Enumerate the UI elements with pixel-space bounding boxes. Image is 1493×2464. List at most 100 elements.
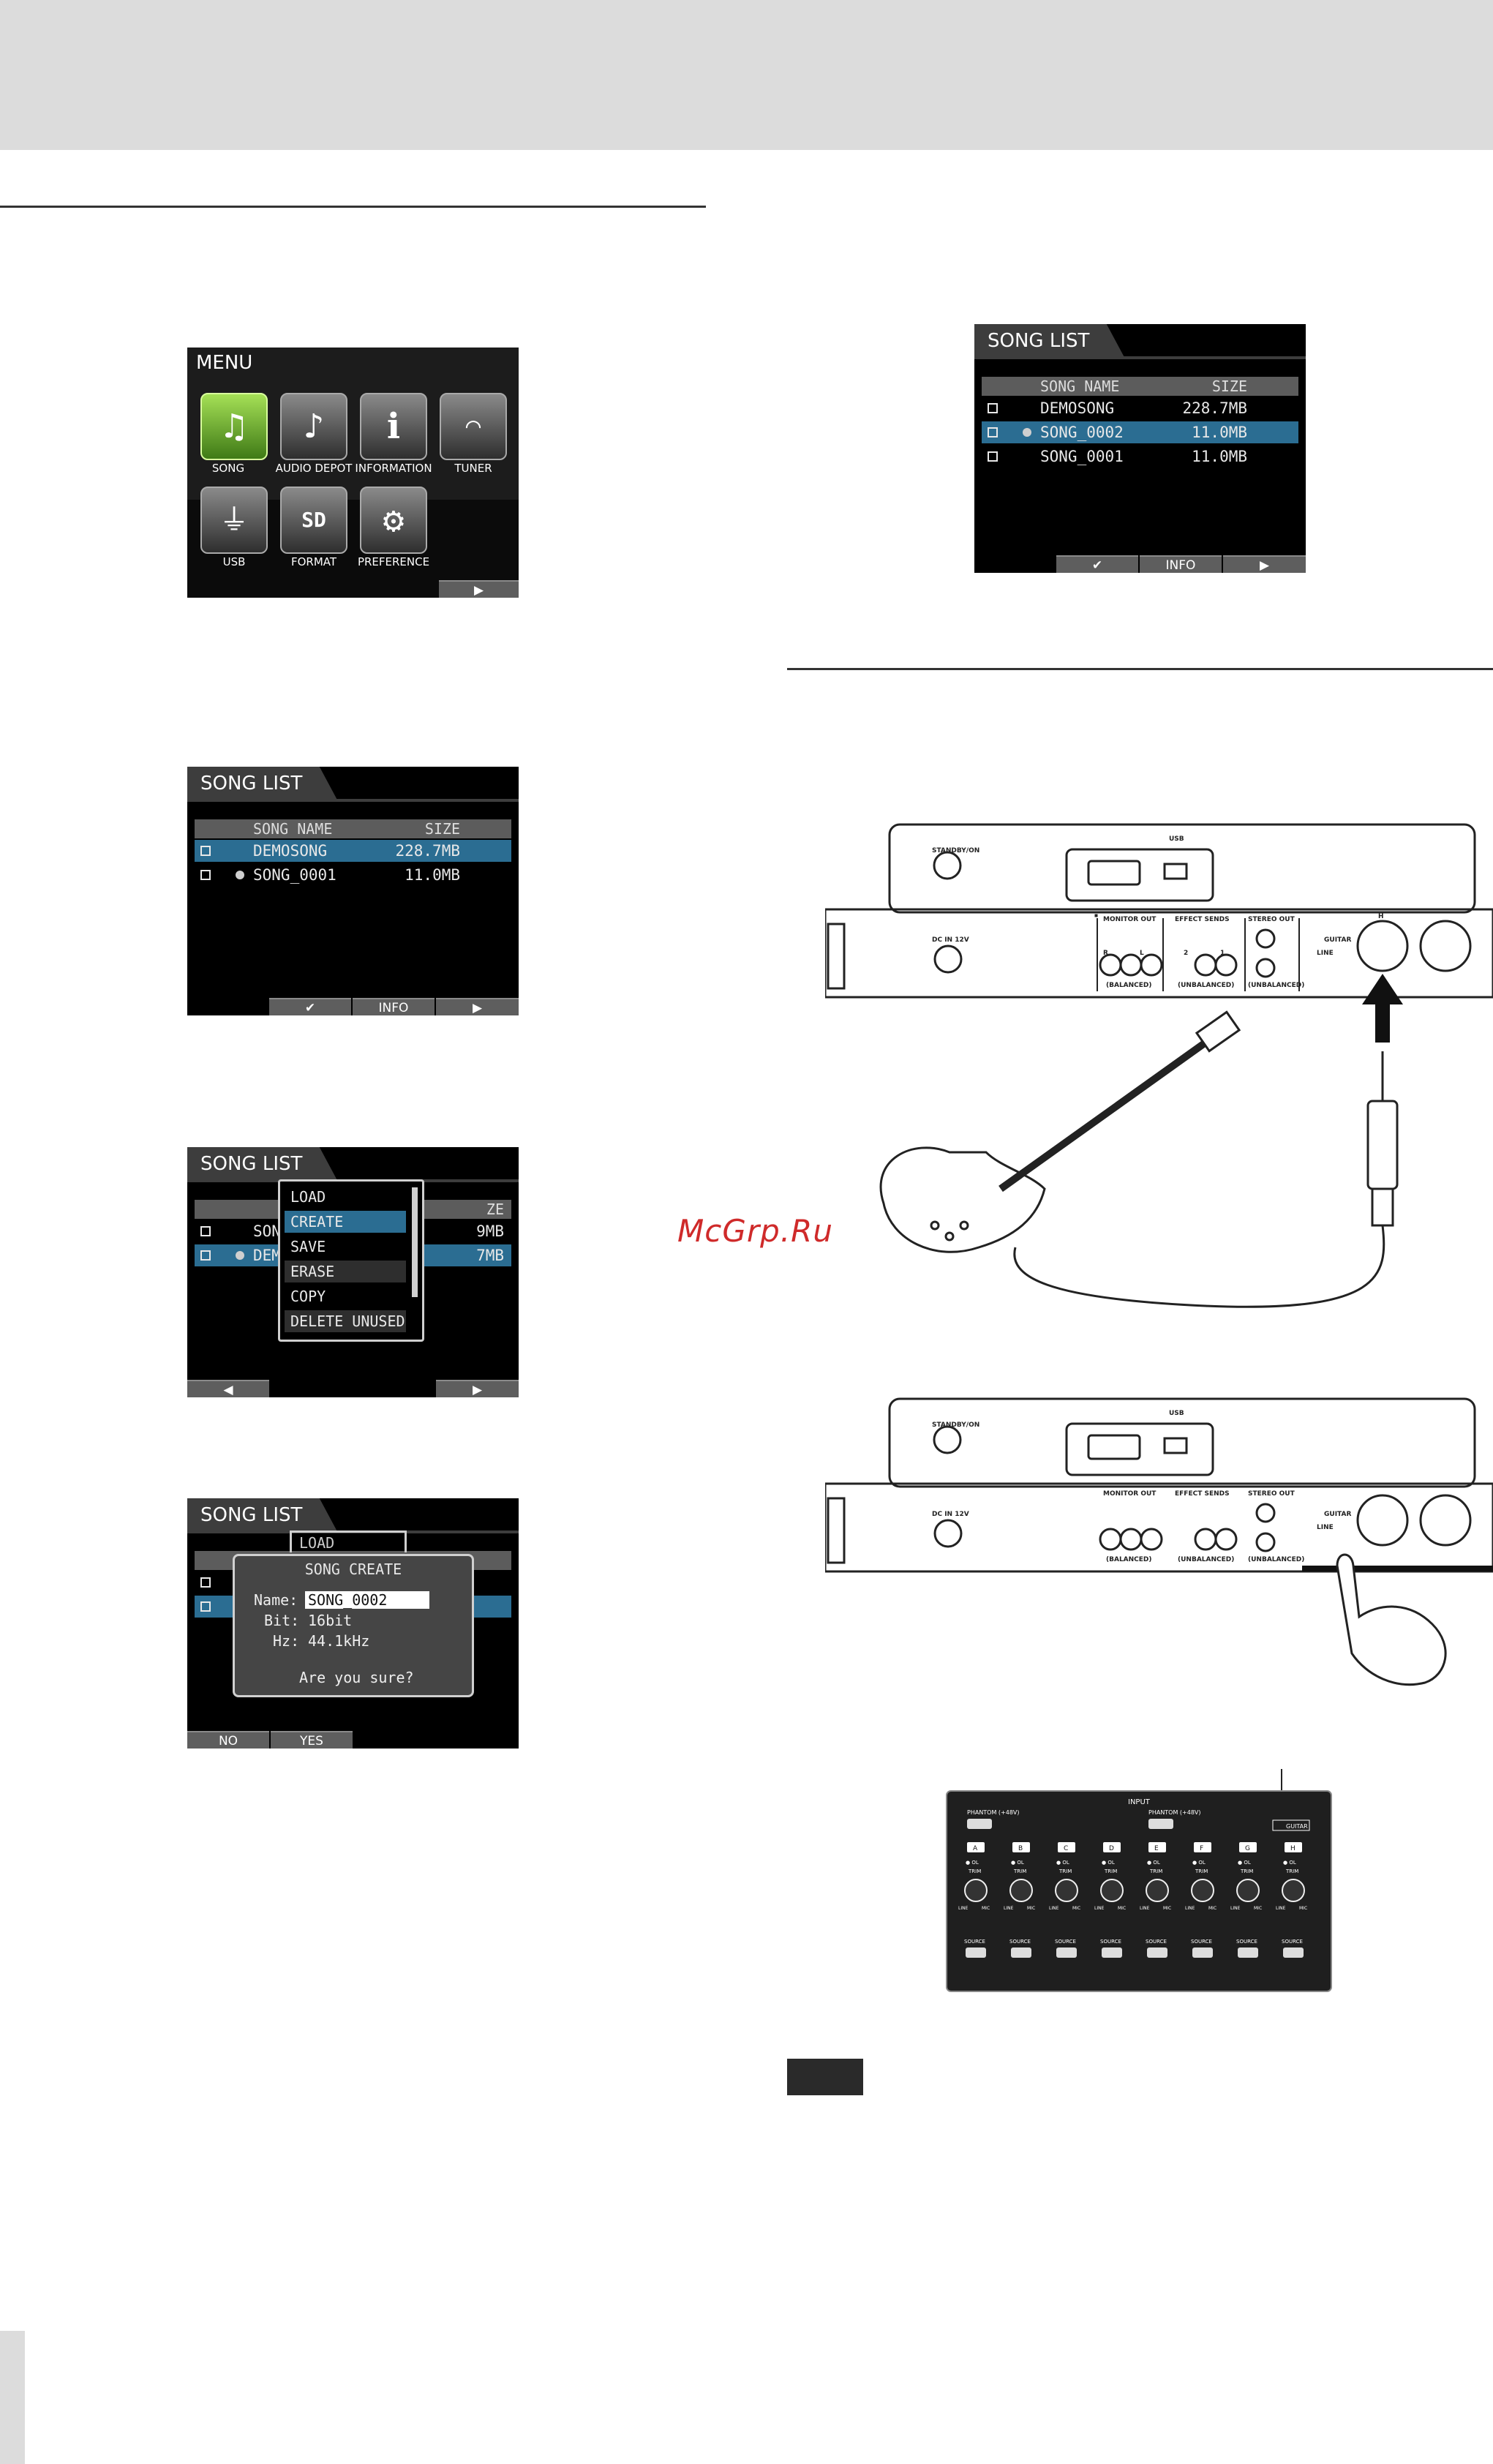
svg-text:(UNBALANCED): (UNBALANCED)	[1248, 1556, 1304, 1563]
scrollbar[interactable]	[412, 1187, 418, 1297]
song-icon[interactable]: ♫	[200, 393, 268, 460]
ol-label: ● OL	[1238, 1860, 1251, 1866]
source-label: SOURCE	[1146, 1939, 1167, 1945]
svg-text:H: H	[1378, 913, 1384, 920]
checkbox[interactable]	[200, 870, 211, 880]
name-label: Name:	[254, 1591, 298, 1609]
list-item[interactable]: SONG_0001 11.0MB	[195, 864, 511, 886]
song-name-field[interactable]: SONG_0002	[305, 1591, 429, 1609]
list-item[interactable]: DEMOSONG 228.7MB	[982, 397, 1298, 419]
guitar-icon	[879, 1010, 1241, 1253]
channel-f-button[interactable]	[1194, 1842, 1211, 1852]
checkbox[interactable]	[200, 846, 211, 856]
balanced-label: (BALANCED)	[1106, 982, 1152, 989]
checkbox[interactable]	[200, 1250, 211, 1261]
confirm-button[interactable]: ✔	[1056, 555, 1138, 573]
line-label: LINE	[1276, 1906, 1286, 1911]
trim-label: TRIM	[1285, 1868, 1298, 1874]
source-label: SOURCE	[1009, 1939, 1031, 1945]
song-create-dialog: SONG CREATE Name: SONG_0002 Bit: 16bit H…	[233, 1554, 474, 1697]
list-header: SONG NAME SIZE	[195, 819, 511, 838]
svg-text:LINE: LINE	[1317, 1524, 1334, 1531]
svg-text:1: 1	[1220, 950, 1225, 957]
ol-label: ● OL	[1102, 1860, 1115, 1866]
channel-h-button[interactable]	[1285, 1842, 1302, 1852]
trim-knob[interactable]	[1009, 1879, 1033, 1902]
menu-item-save[interactable]: SAVE	[290, 1238, 326, 1255]
phantom-button-right[interactable]	[1148, 1819, 1173, 1829]
trim-knob[interactable]	[1236, 1879, 1260, 1902]
svg-text:2: 2	[1184, 950, 1188, 957]
menu-item-create[interactable]: CREATE	[285, 1211, 406, 1233]
info-button[interactable]: INFO	[353, 998, 435, 1015]
menu-item-copy[interactable]: COPY	[290, 1288, 326, 1305]
menu-next-button[interactable]: ▶	[439, 580, 519, 598]
ol-label: ● OL	[1192, 1860, 1206, 1866]
current-song-indicator	[1023, 428, 1031, 437]
hz-value: 44.1kHz	[308, 1632, 370, 1650]
trim-knob[interactable]	[1146, 1879, 1169, 1902]
next-button[interactable]: ▶	[436, 998, 519, 1015]
checkbox[interactable]	[988, 451, 998, 462]
channel-label: A	[973, 1845, 978, 1852]
no-button[interactable]: NO	[187, 1731, 269, 1749]
checkbox[interactable]	[200, 1226, 211, 1236]
info-icon[interactable]: i	[360, 393, 427, 460]
screen-title: SONG LIST	[187, 767, 338, 800]
music-note-icon[interactable]: ♪	[280, 393, 347, 460]
next-button[interactable]: ▶	[1223, 555, 1306, 573]
confirm-button[interactable]: ✔	[269, 998, 351, 1015]
checkbox[interactable]	[988, 403, 998, 413]
trim-knob[interactable]	[1100, 1879, 1124, 1902]
source-label: SOURCE	[1236, 1939, 1257, 1945]
source-button[interactable]	[1238, 1947, 1258, 1958]
gear-icon[interactable]: ⚙	[360, 487, 427, 554]
source-button[interactable]	[1011, 1947, 1031, 1958]
list-item[interactable]: SON 9MB	[195, 1220, 511, 1242]
trim-knob[interactable]	[1191, 1879, 1214, 1902]
ol-label: ● OL	[966, 1860, 979, 1866]
tuner-meter-icon[interactable]: ◠	[440, 393, 507, 460]
svg-text:STANDBY/ON: STANDBY/ON	[932, 1421, 979, 1429]
back-button[interactable]: ◀	[187, 1380, 269, 1397]
source-button[interactable]	[1192, 1947, 1213, 1958]
channel-d-button[interactable]	[1103, 1842, 1121, 1852]
line-label: LINE	[958, 1906, 969, 1911]
phantom-button-left[interactable]	[967, 1819, 992, 1829]
trim-knob[interactable]	[1282, 1879, 1305, 1902]
menu-item-erase[interactable]: ERASE	[285, 1261, 406, 1282]
source-button[interactable]	[966, 1947, 986, 1958]
list-item[interactable]: SONG_0001 11.0MB	[982, 446, 1298, 467]
info-button[interactable]: INFO	[1140, 555, 1222, 573]
yes-button[interactable]: YES	[271, 1731, 353, 1749]
channel-label: F	[1200, 1845, 1203, 1852]
channel-g-button[interactable]	[1239, 1842, 1257, 1852]
trim-label: TRIM	[1104, 1868, 1117, 1874]
sd-card-icon[interactable]: SD	[280, 487, 347, 554]
channel-b-button[interactable]	[1012, 1842, 1030, 1852]
line-label: LINE	[1230, 1906, 1241, 1911]
trim-label: TRIM	[1240, 1868, 1253, 1874]
source-button[interactable]	[1102, 1947, 1122, 1958]
source-button[interactable]	[1283, 1947, 1304, 1958]
line-label: LINE	[1185, 1906, 1195, 1911]
standby-label: STANDBY/ON	[932, 847, 979, 854]
channel-e-button[interactable]	[1148, 1842, 1166, 1852]
menu-item-load[interactable]: LOAD	[290, 1188, 326, 1206]
next-button[interactable]: ▶	[436, 1380, 519, 1397]
trim-knob[interactable]	[1055, 1879, 1078, 1902]
list-item[interactable]: SONG_0002 11.0MB	[982, 421, 1298, 443]
channel-c-button[interactable]	[1058, 1842, 1075, 1852]
menu-label-format: FORMAT	[290, 555, 337, 568]
svg-text:(BALANCED): (BALANCED)	[1106, 1556, 1152, 1563]
source-button[interactable]	[1056, 1947, 1077, 1958]
menu-item-delete-unused[interactable]: DELETE UNUSED	[285, 1310, 406, 1332]
checkbox[interactable]	[988, 427, 998, 437]
trim-knob[interactable]	[964, 1879, 988, 1902]
source-button[interactable]	[1147, 1947, 1167, 1958]
mic-label: MIC	[1072, 1906, 1080, 1911]
list-item[interactable]: DEMOSONG 228.7MB	[195, 840, 511, 862]
usb-icon[interactable]: ⏚	[200, 487, 268, 554]
channel-a-button[interactable]	[967, 1842, 985, 1852]
